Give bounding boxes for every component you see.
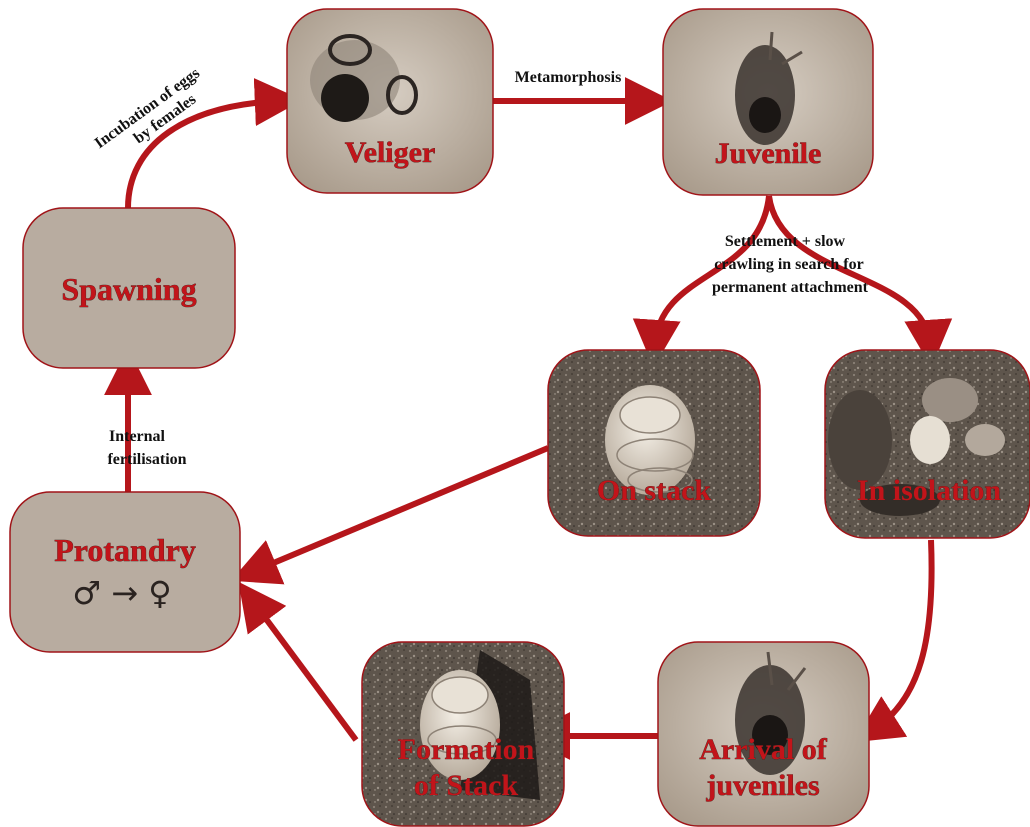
arrow-spawning-to-veliger	[128, 101, 280, 208]
node-arrival-of-juveniles: Arrival of juveniles	[658, 642, 869, 826]
node-on-stack-label: On stack	[597, 474, 712, 507]
node-juvenile: Juvenile	[663, 9, 873, 195]
node-protandry: Protandry ♂ → ♀	[10, 492, 240, 652]
node-on-stack: On stack	[548, 350, 760, 536]
node-in-isolation-label: In isolation	[857, 474, 1002, 507]
node-spawning-label: Spawning	[61, 271, 196, 307]
arrow-on-stack-to-protandry	[252, 448, 548, 572]
settlement-line3: permanent attachment	[712, 279, 869, 296]
edge-label-settlement: Settlement + slow crawling in search for…	[712, 233, 869, 296]
arrow-in-isolation-to-arrival	[873, 540, 932, 730]
node-spawning: Spawning	[23, 208, 235, 368]
fertilisation-line2: fertilisation	[107, 451, 186, 468]
edge-label-internal-fertilisation: Internal fertilisation	[107, 428, 186, 468]
node-formation-label-line2: of Stack	[414, 769, 518, 802]
node-formation-of-stack: Formation of Stack	[362, 642, 564, 826]
node-veliger-label: Veliger	[345, 136, 436, 169]
fertilisation-line1: Internal	[109, 428, 166, 445]
node-formation-label-line1: Formation	[398, 733, 535, 766]
edge-label-metamorphosis: Metamorphosis	[515, 69, 622, 86]
protandry-symbol: ♂ → ♀	[72, 574, 171, 612]
node-veliger: Veliger	[287, 9, 493, 193]
node-in-isolation: In isolation	[825, 350, 1030, 538]
node-arrival-label-line2: juveniles	[705, 769, 819, 802]
settlement-line1: Settlement + slow	[725, 233, 846, 250]
node-arrival-label-line1: Arrival of	[699, 733, 827, 766]
settlement-line2: crawling in search for	[714, 256, 863, 273]
node-protandry-label: Protandry	[54, 532, 196, 568]
node-juvenile-label: Juvenile	[715, 137, 822, 170]
arrow-formation-to-protandry	[252, 600, 356, 740]
